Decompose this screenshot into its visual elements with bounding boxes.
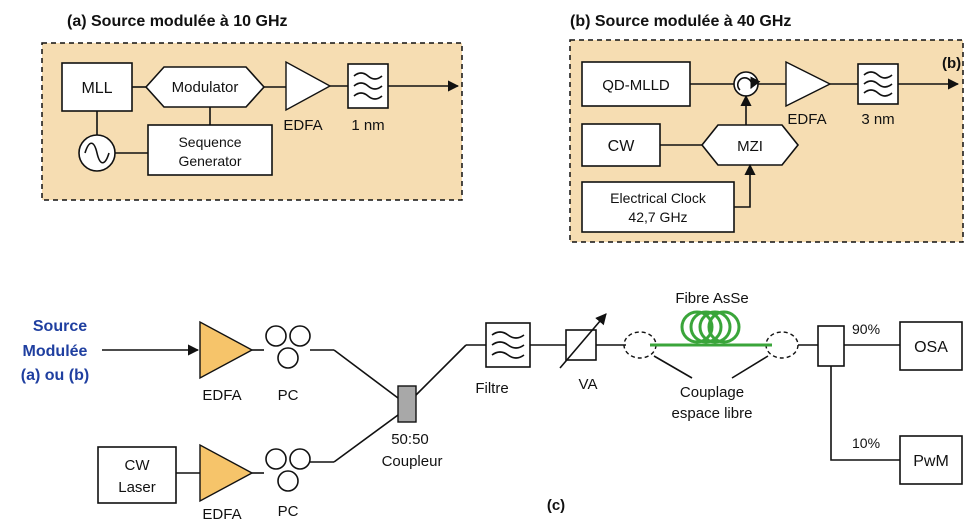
cw-laser-label-2: Laser — [118, 479, 156, 496]
edfa-top-label: EDFA — [202, 387, 241, 404]
fiber-label: Fibre AsSe — [675, 290, 748, 307]
sequence-generator-box — [147, 124, 273, 176]
edfa-top-icon — [199, 320, 254, 380]
electrical-clock-label-1: Electrical Clock — [610, 190, 707, 206]
coupler-label-2: Coupleur — [382, 453, 443, 470]
source-label-3: (a) ou (b) — [21, 367, 89, 384]
fiber-coil-icon — [680, 310, 741, 344]
qd-mlld-box — [581, 61, 691, 107]
ratio-90-label: 90% — [852, 321, 880, 337]
mll-label: MLL — [81, 80, 112, 97]
electrical-clock-box — [581, 181, 735, 233]
sequence-generator-label-2: Generator — [178, 153, 241, 169]
sequence-generator-label-1: Sequence — [178, 134, 241, 150]
coupling-label-1: Couplage — [680, 384, 744, 401]
qd-mlld-label: QD-MLLD — [602, 77, 670, 94]
pwm-box — [899, 435, 963, 485]
pc-bottom-icon — [265, 448, 311, 492]
pc-bottom-label: PC — [278, 503, 299, 520]
coupling-label-2: espace libre — [672, 405, 753, 422]
filter-c-label: Filtre — [475, 380, 508, 397]
sine-wave-icon — [84, 142, 110, 164]
mzi-block — [700, 124, 800, 166]
filter-c-icon — [491, 331, 525, 359]
edfa-a-label: EDFA — [283, 117, 322, 134]
panel-c: Source Modulée (a) ou (b) EDFA PC CW Las… — [21, 290, 963, 521]
ratio-10-label: 10% — [852, 435, 880, 451]
filter-a-icon — [353, 72, 383, 100]
panel-a-title: (a) Source modulée à 10 GHz — [67, 13, 288, 30]
cw-b-label: CW — [608, 138, 636, 155]
pc-top-label: PC — [278, 387, 299, 404]
panel-a: (a) Source modulée à 10 GHz MLL Modulato… — [41, 13, 463, 201]
va-label: VA — [579, 376, 598, 393]
panel-b-title: (b) Source modulée à 40 GHz — [570, 13, 791, 30]
cw-laser-box — [97, 446, 177, 504]
circulator-arrow — [736, 76, 761, 91]
edfa-b-icon — [785, 60, 832, 108]
mzi-label: MZI — [737, 138, 763, 155]
panel-b-tag: (b) — [942, 55, 961, 72]
edfa-bottom-label: EDFA — [202, 506, 241, 521]
coupler-block — [397, 385, 417, 423]
output-splitter — [817, 325, 845, 367]
electrical-clock-label-2: 42,7 GHz — [628, 209, 687, 225]
pwm-label: PwM — [913, 453, 949, 470]
coupler-label-1: 50:50 — [391, 431, 429, 448]
cw-b-box — [581, 123, 661, 167]
osa-box — [899, 321, 963, 371]
filter-b-label: 3 nm — [861, 111, 894, 128]
osa-label: OSA — [914, 339, 948, 356]
filter-b-icon — [863, 71, 893, 97]
cw-laser-label-1: CW — [125, 457, 151, 474]
edfa-a-icon — [285, 60, 332, 112]
edfa-b-label: EDFA — [787, 111, 826, 128]
source-label-2: Modulée — [23, 343, 88, 360]
source-label-1: Source — [33, 318, 87, 335]
filter-a-label: 1 nm — [351, 117, 384, 134]
pc-top-icon — [265, 325, 311, 369]
edfa-bottom-icon — [199, 443, 254, 503]
va-arrow — [559, 313, 607, 369]
mll-box — [61, 62, 133, 112]
panel-b: (b) Source modulée à 40 GHz QD-MLLD EDFA… — [569, 13, 964, 243]
modulator-label: Modulator — [172, 79, 239, 96]
panel-c-label: (c) — [547, 497, 565, 514]
